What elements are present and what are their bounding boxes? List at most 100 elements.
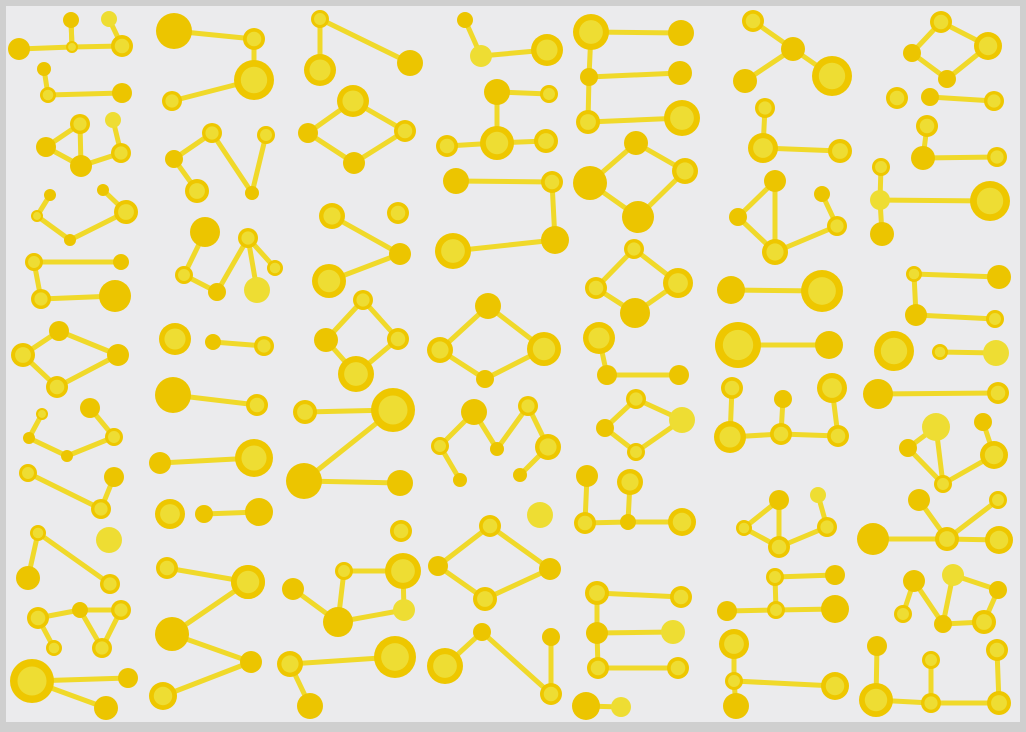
atom-node-84 bbox=[319, 203, 345, 229]
atom-node-85 bbox=[387, 202, 409, 224]
atom-node-217 bbox=[872, 158, 890, 176]
atom-node-181 bbox=[827, 216, 847, 236]
atom-node-224 bbox=[986, 310, 1004, 328]
atom-node-166 bbox=[661, 620, 685, 644]
atom-node-97 bbox=[282, 578, 304, 600]
atom-node-32 bbox=[91, 499, 111, 519]
bond-layer bbox=[16, 16, 1002, 711]
atom-node-243 bbox=[894, 605, 912, 623]
atom-node-52 bbox=[257, 126, 275, 144]
atom-node-155 bbox=[596, 419, 614, 437]
atom-node-249 bbox=[859, 683, 893, 717]
atom-node-205 bbox=[821, 672, 849, 700]
atom-node-198 bbox=[766, 568, 784, 586]
atom-node-28 bbox=[61, 450, 73, 462]
atom-node-119 bbox=[527, 332, 561, 366]
atom-node-208 bbox=[903, 44, 921, 62]
atom-node-242 bbox=[989, 581, 1007, 599]
atom-node-69 bbox=[195, 505, 213, 523]
atom-node-25 bbox=[107, 344, 129, 366]
atom-node-218 bbox=[870, 190, 890, 210]
atom-node-138 bbox=[668, 20, 694, 46]
atom-node-133 bbox=[473, 623, 491, 641]
atom-node-16 bbox=[97, 184, 109, 196]
bond-line-168 bbox=[927, 94, 997, 104]
atom-node-210 bbox=[938, 70, 956, 88]
atom-node-90 bbox=[387, 328, 409, 350]
atom-node-110 bbox=[436, 135, 458, 157]
atom-node-82 bbox=[394, 120, 416, 142]
atom-node-11 bbox=[105, 112, 121, 128]
atom-node-192 bbox=[827, 425, 849, 447]
atom-node-19 bbox=[31, 289, 51, 309]
atom-node-126 bbox=[453, 473, 467, 487]
atom-node-130 bbox=[539, 558, 561, 580]
atom-node-33 bbox=[104, 467, 124, 487]
atom-node-222 bbox=[987, 265, 1011, 289]
atom-node-229 bbox=[987, 382, 1009, 404]
atom-node-173 bbox=[733, 69, 757, 93]
atom-node-20 bbox=[113, 254, 129, 270]
atom-node-7 bbox=[112, 83, 132, 103]
atom-node-74 bbox=[231, 565, 265, 599]
bond-line-129 bbox=[594, 590, 684, 600]
atom-node-120 bbox=[476, 370, 494, 388]
atom-node-100 bbox=[323, 607, 353, 637]
atom-node-39 bbox=[72, 602, 88, 618]
atom-node-140 bbox=[668, 61, 692, 85]
atom-node-40 bbox=[46, 640, 62, 656]
atom-node-112 bbox=[534, 129, 558, 153]
atom-node-178 bbox=[764, 170, 786, 192]
bond-line-86 bbox=[453, 178, 555, 185]
atom-node-22 bbox=[11, 343, 35, 367]
atom-node-143 bbox=[624, 131, 648, 155]
bond-line-104 bbox=[479, 629, 554, 697]
atom-node-34 bbox=[30, 525, 46, 541]
atom-node-154 bbox=[626, 389, 646, 409]
atom-node-228 bbox=[863, 379, 893, 409]
atom-node-206 bbox=[723, 693, 749, 719]
atom-node-237 bbox=[857, 523, 889, 555]
atom-node-26 bbox=[23, 432, 35, 444]
atom-node-238 bbox=[935, 527, 959, 551]
atom-node-29 bbox=[80, 398, 100, 418]
atom-node-234 bbox=[980, 441, 1008, 469]
bond-line-47 bbox=[214, 235, 251, 295]
atom-node-179 bbox=[814, 186, 830, 202]
atom-node-215 bbox=[911, 146, 935, 170]
atom-node-227 bbox=[983, 340, 1009, 366]
atom-node-24 bbox=[46, 376, 68, 398]
atom-node-76 bbox=[149, 682, 177, 710]
atom-node-62 bbox=[205, 334, 221, 350]
atom-node-148 bbox=[585, 277, 607, 299]
atom-node-3 bbox=[101, 11, 117, 27]
atom-node-70 bbox=[245, 498, 273, 526]
atom-node-241 bbox=[942, 564, 964, 586]
atom-node-169 bbox=[572, 692, 600, 720]
atom-node-5 bbox=[37, 62, 51, 76]
atom-node-139 bbox=[580, 68, 598, 86]
atom-node-200 bbox=[717, 601, 737, 621]
atom-node-45 bbox=[94, 696, 118, 720]
bond-line-57 bbox=[160, 659, 254, 699]
atom-node-231 bbox=[899, 439, 917, 457]
atom-node-162 bbox=[668, 508, 696, 536]
bond-line-30 bbox=[35, 530, 113, 587]
atom-node-115 bbox=[435, 233, 471, 269]
atom-node-93 bbox=[371, 388, 415, 432]
atom-node-23 bbox=[49, 321, 69, 341]
atom-node-176 bbox=[748, 133, 778, 163]
atom-node-161 bbox=[620, 514, 636, 530]
atom-node-209 bbox=[974, 32, 1002, 60]
atom-node-211 bbox=[886, 87, 908, 109]
atom-node-174 bbox=[812, 56, 852, 96]
atom-node-165 bbox=[586, 622, 608, 644]
atom-node-189 bbox=[817, 373, 847, 403]
atom-node-223 bbox=[905, 304, 927, 326]
atom-node-159 bbox=[617, 469, 643, 495]
bond-line-178 bbox=[875, 390, 1001, 397]
atom-node-87 bbox=[312, 264, 346, 298]
atom-node-101 bbox=[393, 599, 415, 621]
atom-node-104 bbox=[297, 693, 323, 719]
